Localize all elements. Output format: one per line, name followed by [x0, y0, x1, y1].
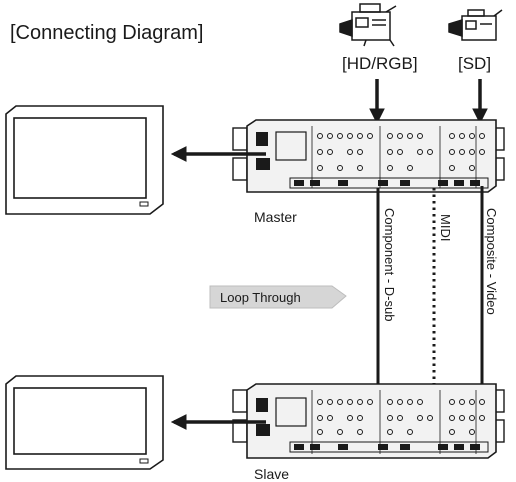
loop-through-callout: Loop Through	[209, 285, 347, 309]
hd-camera-label: [HD/RGB]	[342, 54, 418, 73]
sd-camera-icon	[448, 9, 503, 41]
composite-cable-label: Composite - Video	[484, 208, 499, 315]
hd-camera-icon	[339, 3, 397, 47]
loop-through-label: Loop Through	[220, 290, 301, 305]
slave-label: Slave	[254, 466, 289, 482]
master-label: Master	[254, 209, 297, 225]
midi-cable-label: MIDI	[438, 214, 453, 241]
sd-camera-label: [SD]	[458, 54, 491, 73]
slave-device	[232, 383, 505, 459]
slave-monitor-icon	[5, 375, 164, 470]
diagram-title: [Connecting Diagram]	[10, 22, 203, 44]
master-monitor-icon	[5, 105, 164, 215]
master-device	[232, 119, 505, 193]
component-cable-label: Component - D-sub	[382, 208, 397, 321]
